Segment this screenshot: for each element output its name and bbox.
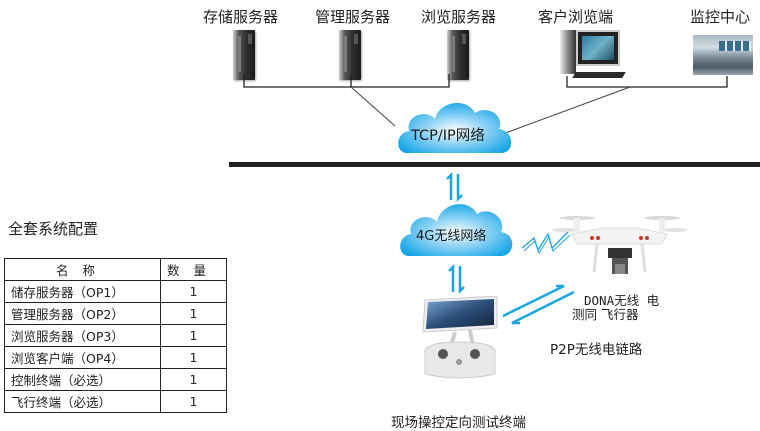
client-browser-label: 客户浏览端 <box>538 8 614 26</box>
4g-wireless-cloud-icon <box>400 204 513 256</box>
table-row: 管理服务器（OP2） 1 <box>4 302 227 325</box>
browse-server-label: 浏览服务器 <box>421 8 497 26</box>
table-row: 控制终端（必选） 1 <box>4 368 227 391</box>
row-quantity: 1 <box>160 390 227 413</box>
table-row: 飞行终端（必选） 1 <box>4 390 227 413</box>
bidirectional-arrow-icon-2 <box>448 264 465 294</box>
row-quantity: 1 <box>160 346 227 369</box>
storage-server-icon <box>233 30 255 80</box>
server-bus-line <box>243 74 450 88</box>
server-to-cloud-link <box>350 86 396 127</box>
drone-label-line2: 测同 飞行器 <box>572 307 639 322</box>
table-row: 浏览服务器（OP3） 1 <box>4 324 227 347</box>
row-quantity: 1 <box>160 368 227 391</box>
controller-terminal-icon <box>422 296 498 379</box>
row-name: 浏览服务器（OP3） <box>4 324 161 347</box>
table-header-row: 名称 数量 <box>4 258 227 281</box>
table-row: 浏览客户端（OP4） 1 <box>4 346 227 369</box>
divider-line <box>229 162 760 167</box>
header-name: 名称 <box>4 258 161 281</box>
row-quantity: 1 <box>160 302 227 325</box>
monitoring-center-label: 监控中心 <box>690 8 751 26</box>
terminal-label: 现场操控定向测试终端 <box>391 415 526 431</box>
drone-icon <box>552 216 687 274</box>
drone-label-line1: DONA无线 电 <box>584 293 660 308</box>
row-name: 浏览客户端（OP4） <box>4 346 161 369</box>
bidirectional-arrow-icon <box>446 172 463 202</box>
tcp-ip-cloud-label: TCP/IP网络 <box>411 128 485 144</box>
management-server-icon <box>339 30 361 80</box>
wireless-signal-icon <box>521 231 571 255</box>
row-quantity: 1 <box>160 280 227 303</box>
row-name: 管理服务器（OP2） <box>4 302 161 325</box>
header-quantity: 数量 <box>160 258 227 281</box>
management-server-label: 管理服务器 <box>315 8 391 26</box>
client-pc-icon <box>558 28 626 82</box>
row-name: 储存服务器（OP1） <box>4 280 161 303</box>
row-quantity: 1 <box>160 324 227 347</box>
browse-server-icon <box>447 30 469 80</box>
row-name: 控制终端（必选） <box>4 368 161 391</box>
tcp-ip-cloud-icon <box>398 102 512 153</box>
row-name: 飞行终端（必选） <box>4 390 161 413</box>
4g-wireless-cloud-label: 4G无线网络 <box>416 229 487 244</box>
monitoring-center-icon <box>693 35 753 75</box>
config-title: 全套系统配置 <box>8 220 99 238</box>
p2p-link-label: P2P无线电链路 <box>550 342 643 358</box>
p2p-bidirectional-arrow-icon <box>502 284 575 325</box>
client-bus-line <box>566 76 728 88</box>
table-row: 储存服务器（OP1） 1 <box>4 280 227 303</box>
client-to-cloud-link <box>499 86 631 136</box>
storage-server-label: 存储服务器 <box>203 8 279 26</box>
config-table: 名称 数量 储存服务器（OP1） 1 管理服务器（OP2） 1 浏览服务器（OP… <box>4 258 227 413</box>
